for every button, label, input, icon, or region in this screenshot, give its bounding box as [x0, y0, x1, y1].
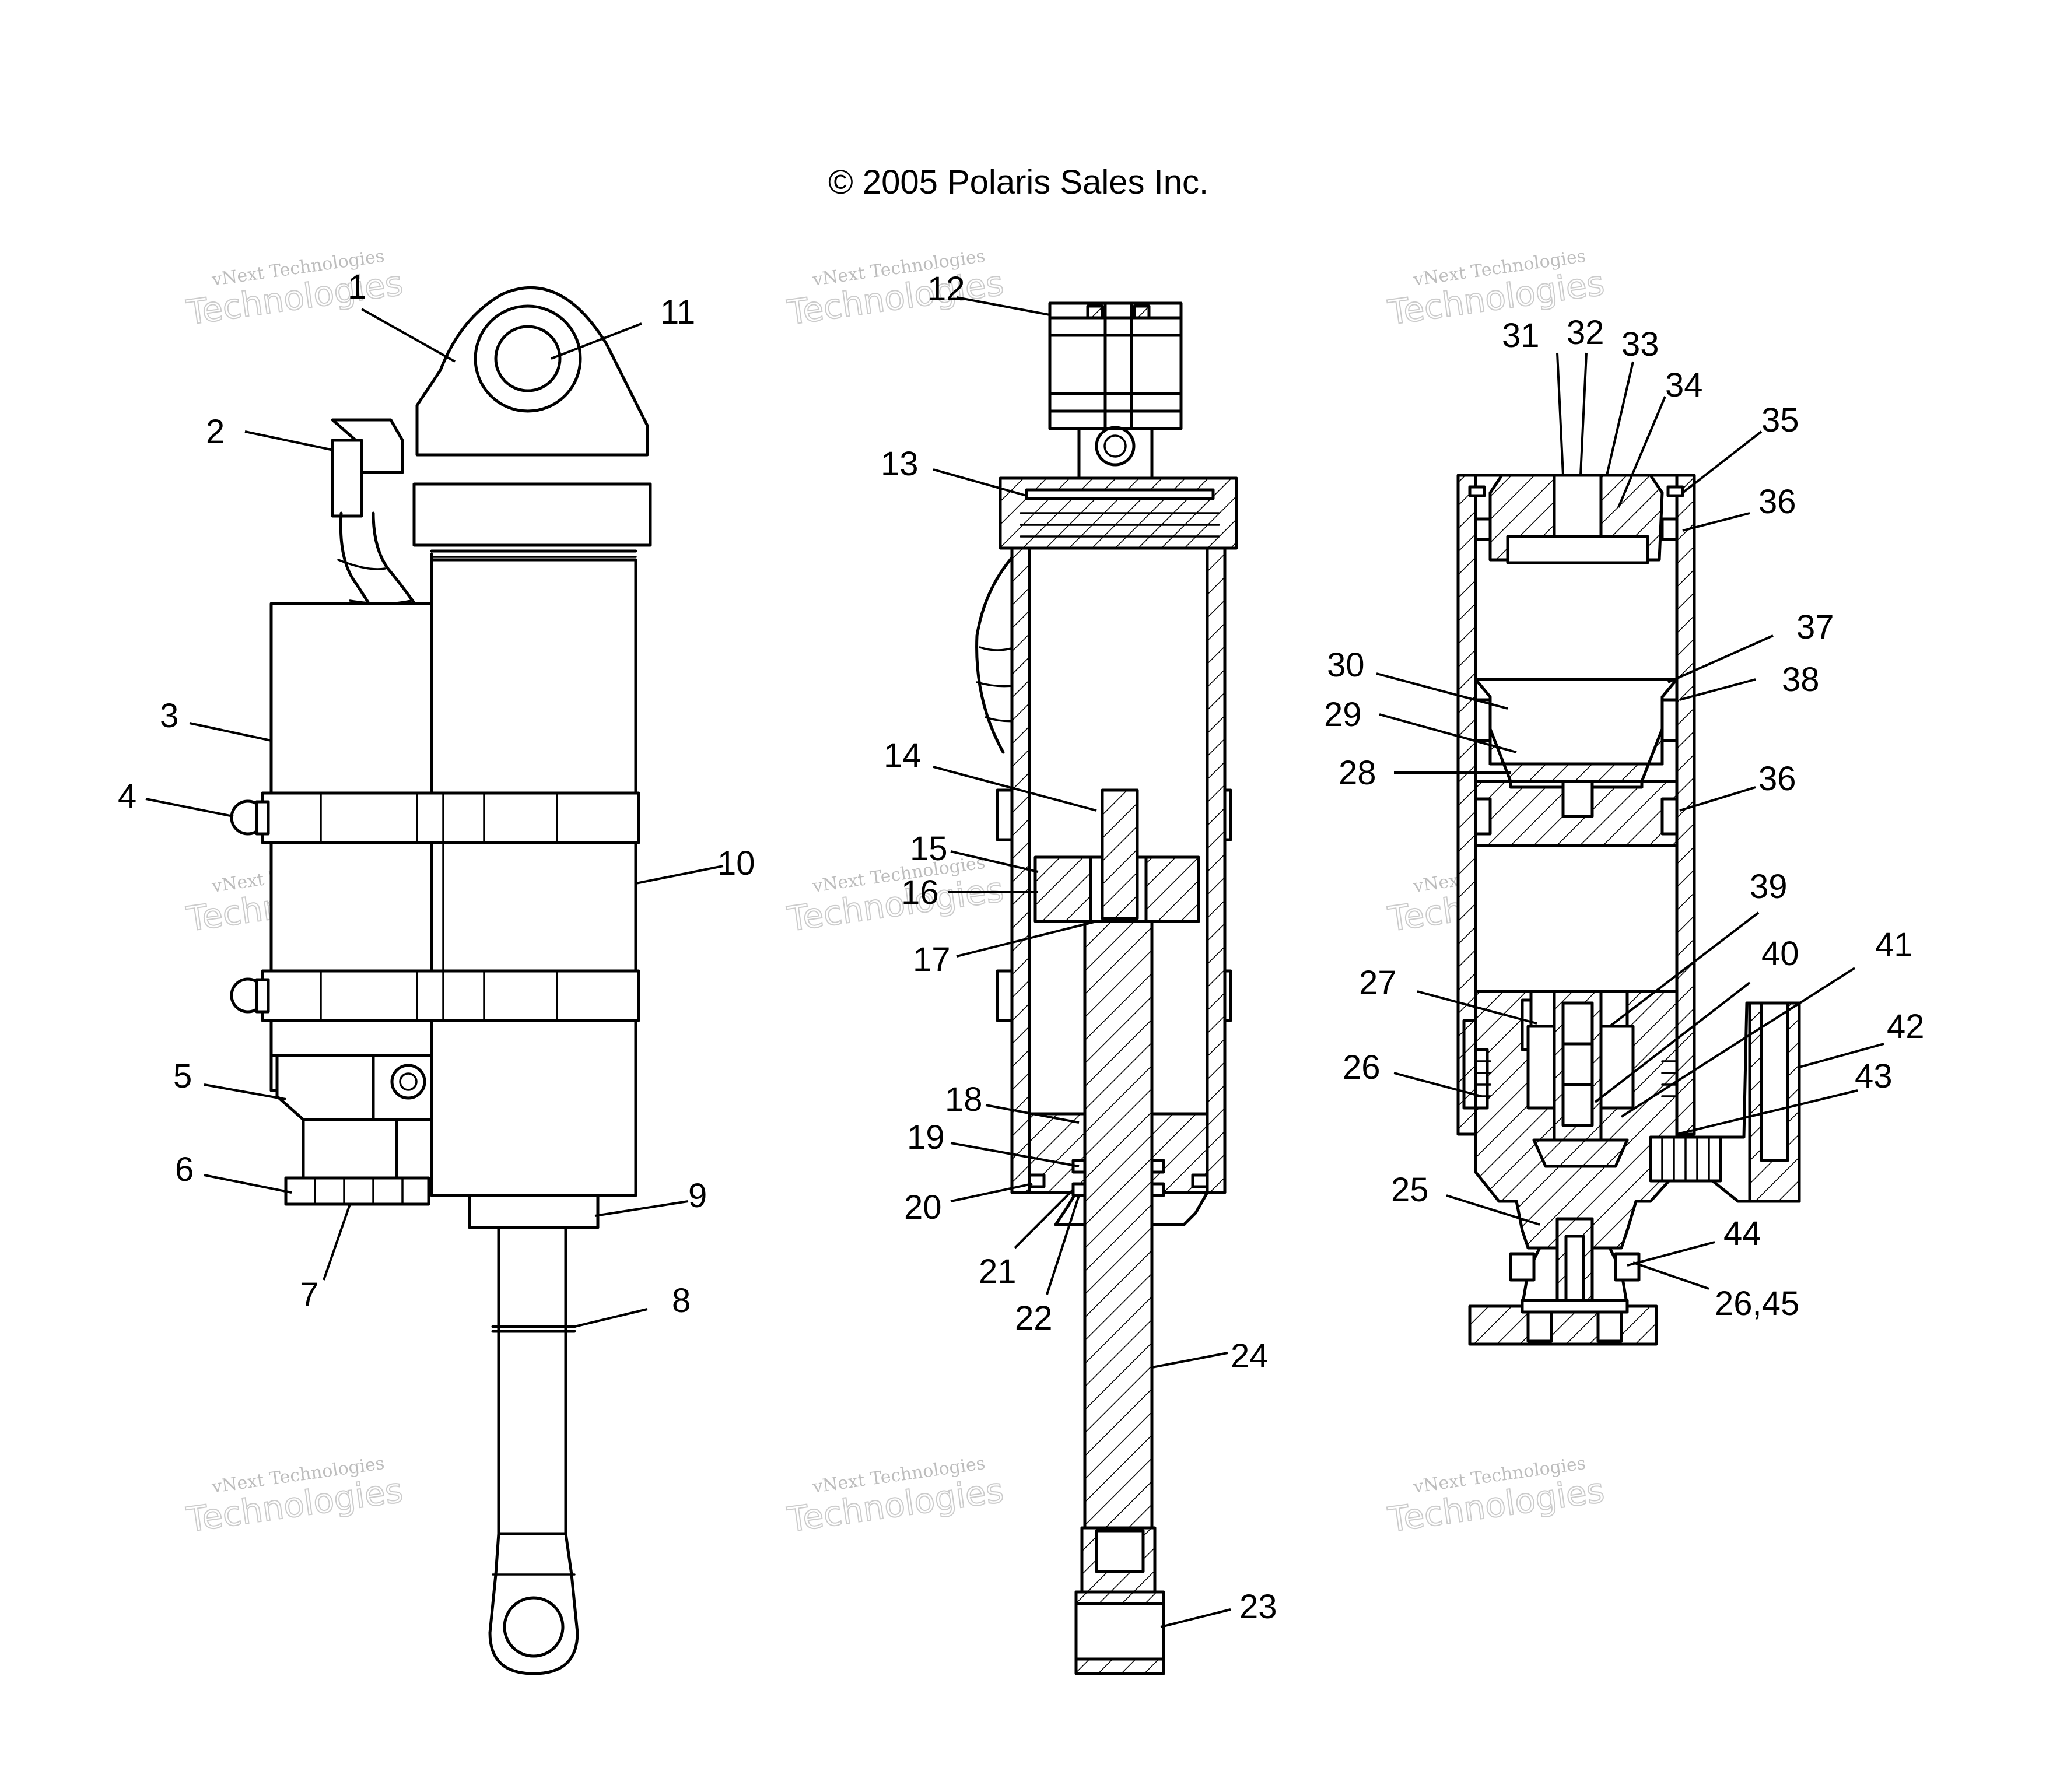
callout-11: 11 — [660, 293, 695, 331]
callout-29: 29 — [1324, 696, 1362, 734]
callout-17: 17 — [913, 941, 951, 979]
callout-8: 8 — [672, 1282, 691, 1320]
callout-34: 34 — [1665, 366, 1703, 404]
leader-lines — [145, 296, 1884, 1628]
reservoir-cutaway-view — [1456, 474, 1801, 1346]
callout-28: 28 — [1339, 754, 1376, 792]
callout-33: 33 — [1621, 325, 1659, 363]
shock-cutaway-view — [975, 301, 1238, 1675]
callout-27: 27 — [1359, 964, 1397, 1002]
callout-39: 39 — [1750, 868, 1788, 906]
callout-12: 12 — [927, 270, 965, 308]
callout-23: 23 — [1239, 1588, 1277, 1626]
callout-22: 22 — [1015, 1299, 1053, 1337]
callout-14: 14 — [884, 737, 922, 774]
callout-18: 18 — [945, 1081, 983, 1118]
callout-36-top: 36 — [1758, 483, 1796, 521]
shock-external-view — [230, 286, 652, 1675]
callout-36-bottom: 36 — [1758, 760, 1796, 798]
callout-15: 15 — [910, 830, 948, 868]
callout-42: 42 — [1887, 1008, 1925, 1046]
callout-19: 19 — [907, 1118, 945, 1156]
callout-10: 10 — [717, 844, 755, 882]
callout-13: 13 — [881, 445, 919, 483]
callout-26: 26 — [1343, 1048, 1381, 1086]
callout-37: 37 — [1796, 608, 1834, 646]
callout-21: 21 — [979, 1253, 1017, 1290]
callout-6: 6 — [175, 1151, 194, 1188]
callout-2: 2 — [206, 413, 225, 451]
callout-31: 31 — [1502, 317, 1540, 355]
callout-40: 40 — [1761, 935, 1799, 973]
callout-25: 25 — [1391, 1171, 1429, 1209]
callout-7: 7 — [300, 1276, 318, 1314]
callout-1: 1 — [348, 268, 366, 306]
callout-38: 38 — [1782, 661, 1820, 699]
callout-32: 32 — [1567, 314, 1604, 352]
callout-43: 43 — [1855, 1057, 1893, 1095]
callout-4: 4 — [118, 777, 136, 815]
callout-41: 41 — [1875, 926, 1913, 964]
callout-35: 35 — [1761, 401, 1799, 439]
callout-9: 9 — [688, 1177, 707, 1215]
callout-30: 30 — [1327, 646, 1365, 684]
callout-44: 44 — [1723, 1215, 1761, 1253]
copyright-text: © 2005 Polaris Sales Inc. — [828, 163, 1208, 201]
callout-5: 5 — [173, 1057, 192, 1095]
callout-16: 16 — [901, 874, 939, 911]
callout-24: 24 — [1231, 1337, 1269, 1375]
callout-26-45: 26,45 — [1715, 1285, 1799, 1323]
callout-3: 3 — [160, 697, 178, 735]
callout-20: 20 — [904, 1188, 942, 1226]
callout-labels: 1 2 3 4 5 6 7 8 9 10 11 12 13 14 15 16 1… — [118, 268, 1925, 1626]
